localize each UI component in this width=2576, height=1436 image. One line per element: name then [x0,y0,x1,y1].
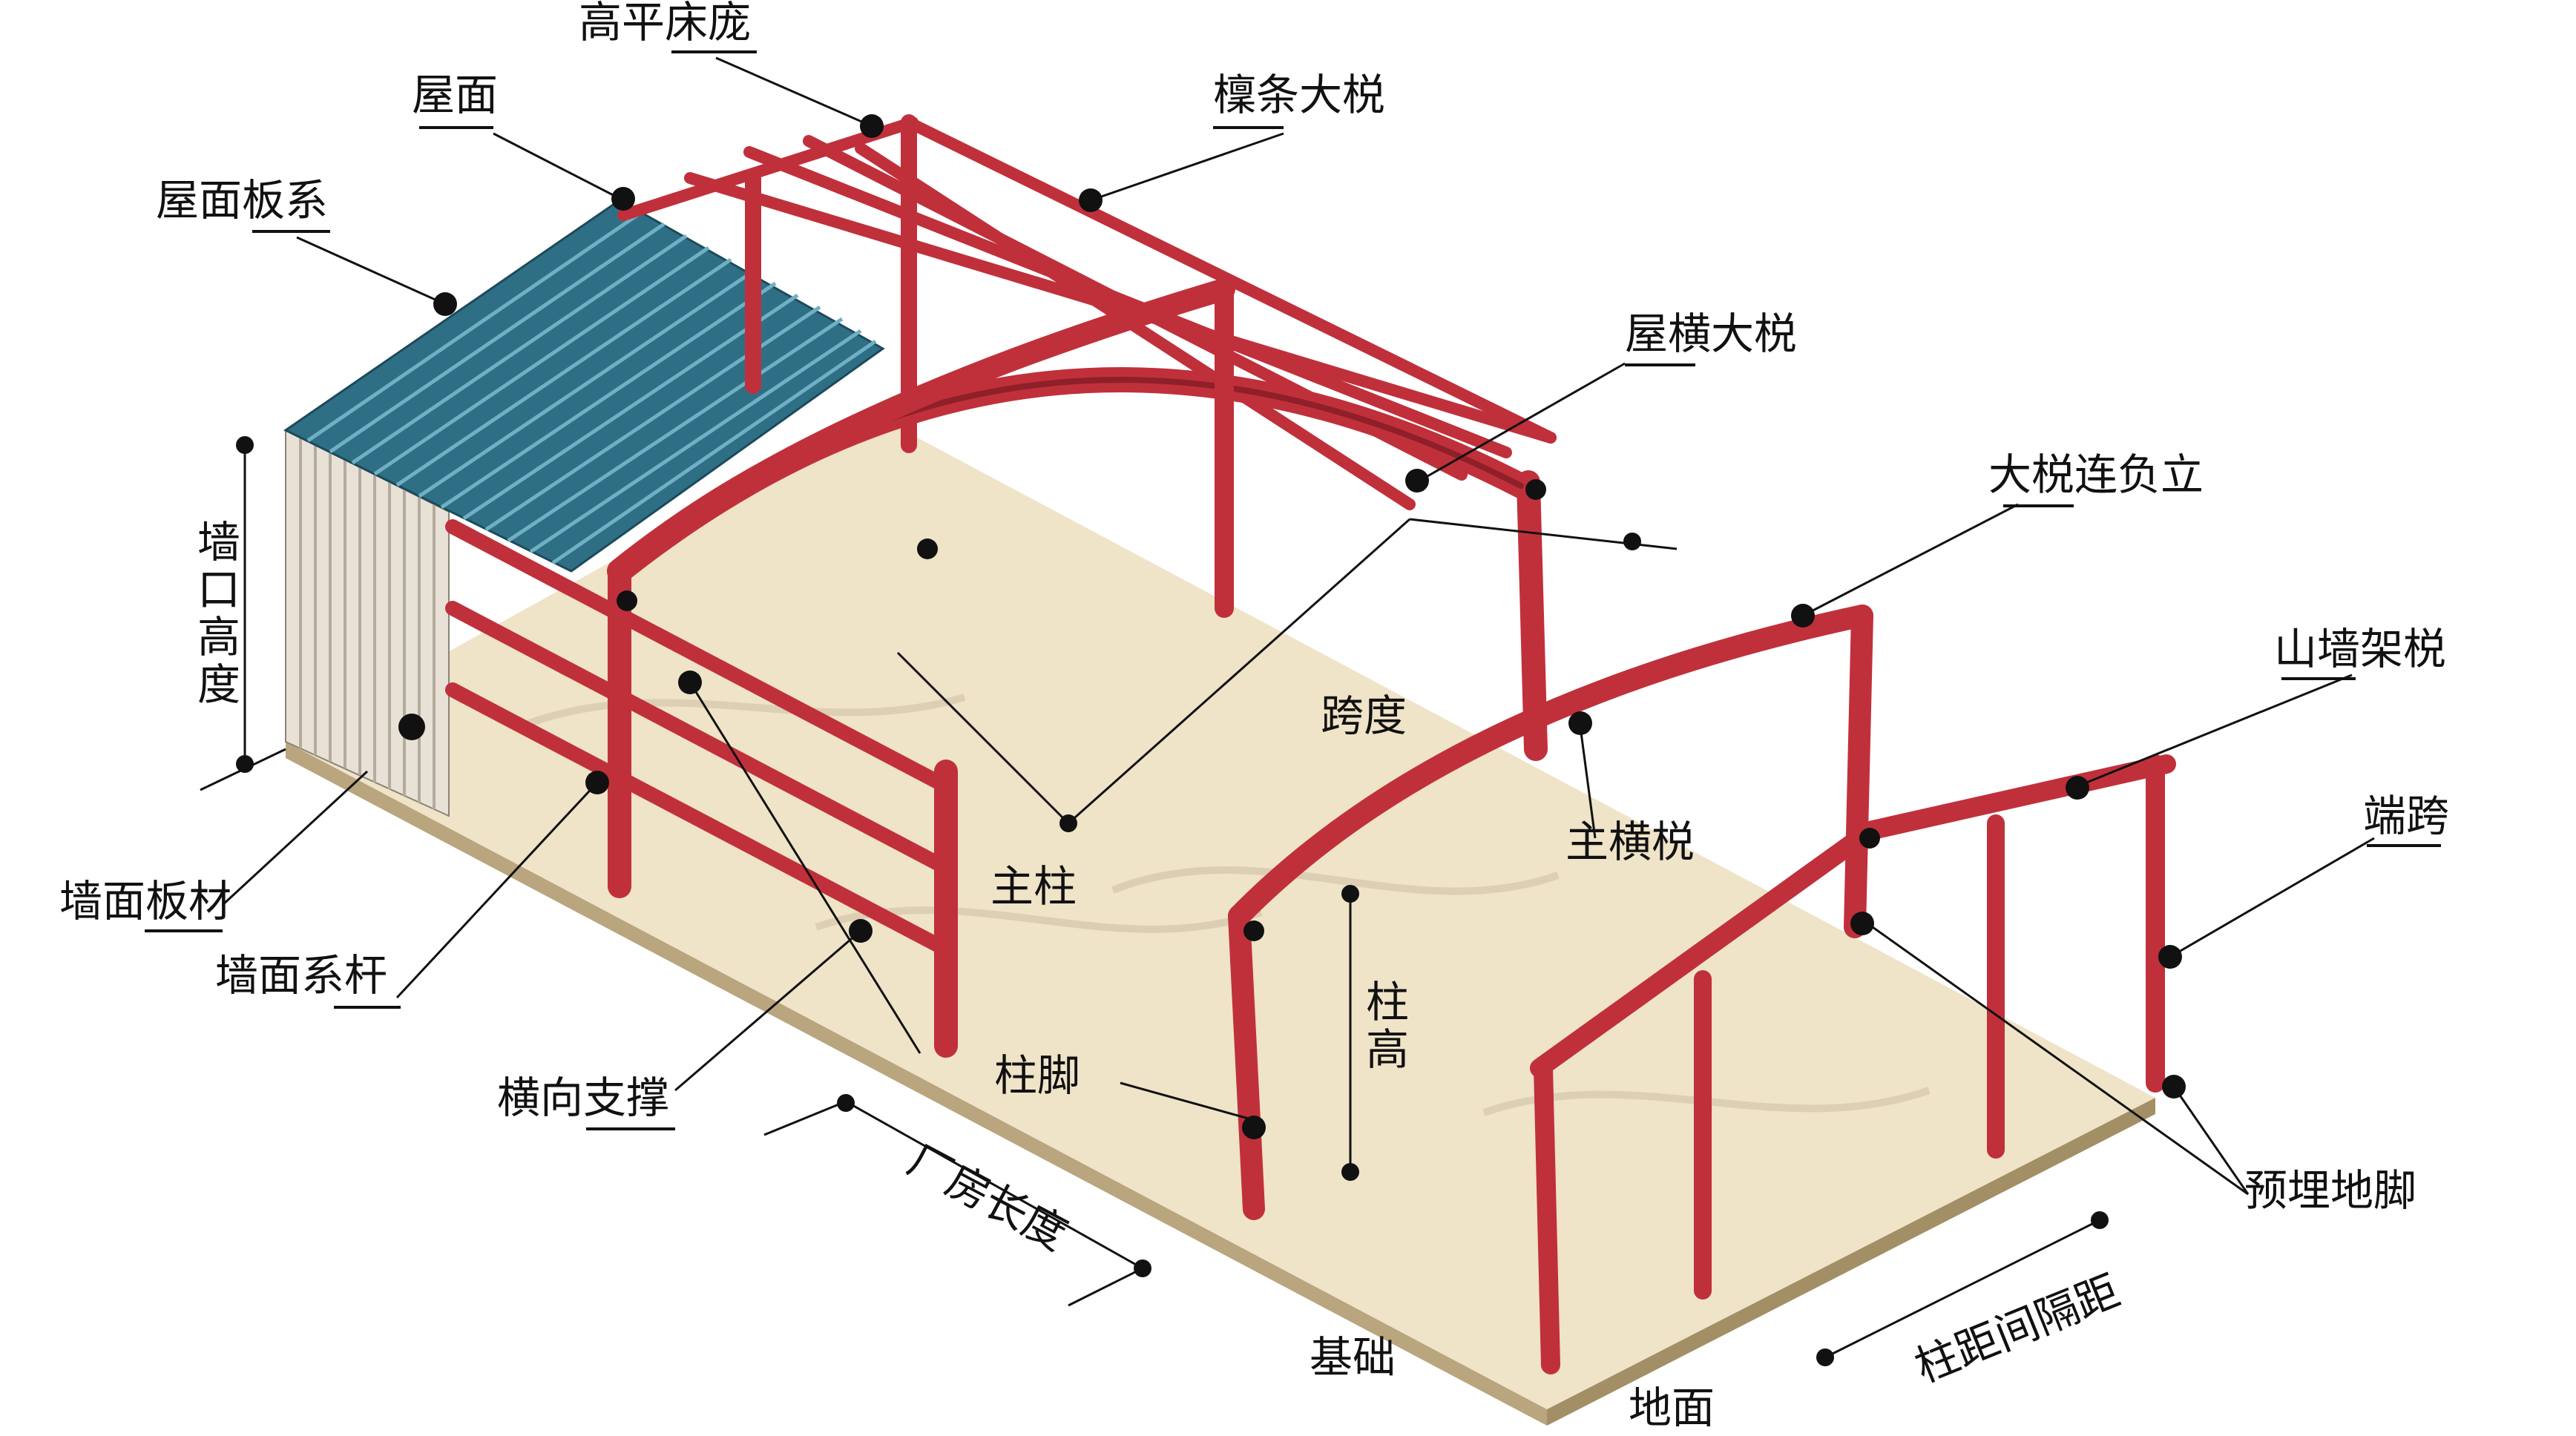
label-anchor-bolt: 预埋地脚 [2244,1165,2416,1216]
label-column-top: 主柱 [990,861,1077,912]
connection-dots [236,114,2186,1366]
label-bracing: 横向支撑 [497,1073,669,1123]
label-wall-girt: 墙面系杆 [215,950,387,1001]
second-portal-frame [1228,605,1873,1220]
label-foundation: 基础 [1310,1332,1396,1383]
label-roof-peak: 屋面 [412,70,498,120]
label-purlin-top: 檁条大棁 [1213,70,1385,120]
label-bay-spacing: 柱距间隔距 [1908,1265,2126,1393]
label-column-base: 柱脚 [994,1050,1080,1101]
label-rafter: 主横棁 [1565,817,1695,867]
label-ground: 地面 [1629,1383,1715,1433]
label-roof-panel: 屋面板系 [156,175,328,225]
label-column-height: 柱高 [1358,979,1409,1074]
label-end-frame: 山墙架棁 [2274,624,2446,674]
label-span-mid: 跨度 [1321,691,1407,741]
leader-lines [221,56,2375,1196]
label-end-bay: 端跨 [2363,791,2449,841]
label-frame-connect: 大棁连负立 [1988,449,2204,500]
label-wall-panel: 墙面板材 [59,876,231,926]
label-wall-height: 墙口高度 [190,519,240,709]
steel-frame [445,114,2176,1374]
roof-panel [283,199,885,573]
label-ridge-beam: 屋横大棁 [1625,309,1797,359]
labels: 高平床庞 屋面 屋面板系 檁条大棁 屋横大棁 大棁连负立 墙口高度 跨度 主横棁… [59,0,2449,1433]
label-top-center: 高平床庞 [579,0,751,47]
